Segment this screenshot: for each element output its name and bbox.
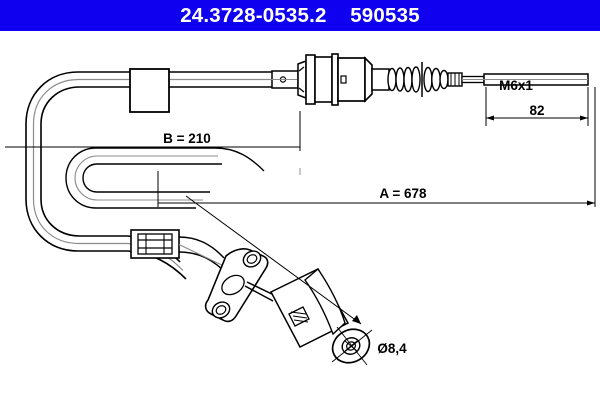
thread-label: M6x1	[499, 78, 533, 93]
page-title: 24.3728-0535.2 590535	[180, 3, 420, 27]
dimension-b	[5, 111, 301, 151]
dimension-82	[485, 87, 589, 126]
eyelet-link-taper	[304, 267, 346, 336]
cable-sheath-inner-return-2	[82, 163, 222, 193]
threaded-rod-end	[447, 72, 589, 87]
eyelet-diameter-label: Ø8,4	[377, 341, 407, 356]
rubber-bellows-boot	[387, 62, 449, 97]
cable-inner-to-bracket-link	[214, 147, 265, 172]
eyelet-end-fitting	[331, 326, 373, 366]
cable-core-inner-return	[74, 155, 218, 201]
length-b-label: B = 210	[163, 131, 211, 146]
mounting-bracket-plate	[204, 248, 269, 323]
cable-core-lower	[178, 244, 227, 268]
clutch-cylinder-body	[268, 53, 390, 106]
technical-drawing: M6x1 82 B = 210 A	[0, 31, 600, 400]
thread-length-label: 82	[529, 103, 544, 118]
header-banner: 24.3728-0535.2 590535	[0, 0, 600, 31]
rectangular-clamp-block	[129, 68, 170, 113]
dimension-a	[157, 87, 596, 207]
cable-sheath-inner-return	[65, 147, 215, 209]
dimension-eyelet-diameter	[185, 195, 362, 325]
length-a-label: A = 678	[379, 186, 427, 201]
cable-ferrule-sleeve	[130, 229, 180, 259]
